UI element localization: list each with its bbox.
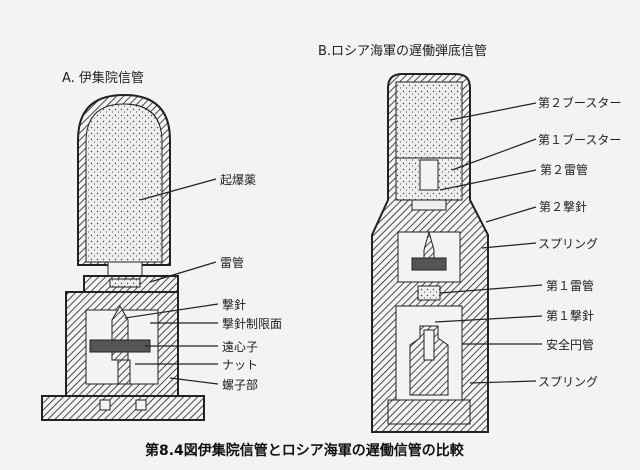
fuse-b-title: B.ロシア海軍の遅働弾底信管 xyxy=(318,43,487,59)
label-first-detonator: 第１雷管 xyxy=(546,278,594,293)
label-spring-lower: スプリング xyxy=(538,375,598,389)
label-second-detonator: 第２雷管 xyxy=(540,162,588,177)
fuse-b-leaders xyxy=(434,102,543,384)
label-firing-pin-limit-surface: 撃針制限面 xyxy=(222,316,282,331)
label-safety-sleeve: 安全円管 xyxy=(546,337,594,352)
label-detonating-charge: 起爆薬 xyxy=(220,173,256,187)
fuse-a-drawing xyxy=(41,93,205,421)
label-spring-upper: スプリング xyxy=(538,237,598,251)
fuse-a-title: A. 伊集院信管 xyxy=(62,70,144,86)
fuse-a-leaders xyxy=(124,178,219,385)
label-second-firing-pin: 第２撃針 xyxy=(539,199,587,214)
label-second-booster: 第２ブースター xyxy=(538,95,621,110)
fuse-b-drawing xyxy=(371,73,489,433)
label-centrifugal-element: 遠心子 xyxy=(222,340,258,354)
label-nut: ナット xyxy=(222,358,258,372)
label-first-booster: 第１ブースター xyxy=(538,132,621,147)
label-first-firing-pin: 第１撃針 xyxy=(546,308,594,323)
label-firing-pin: 撃針 xyxy=(222,297,246,312)
figure-caption: 第8.4図伊集院信管とロシア海軍の遅働信管の比較 xyxy=(145,442,465,459)
label-detonator: 雷管 xyxy=(220,255,244,270)
label-thread: 螺子部 xyxy=(222,377,258,392)
